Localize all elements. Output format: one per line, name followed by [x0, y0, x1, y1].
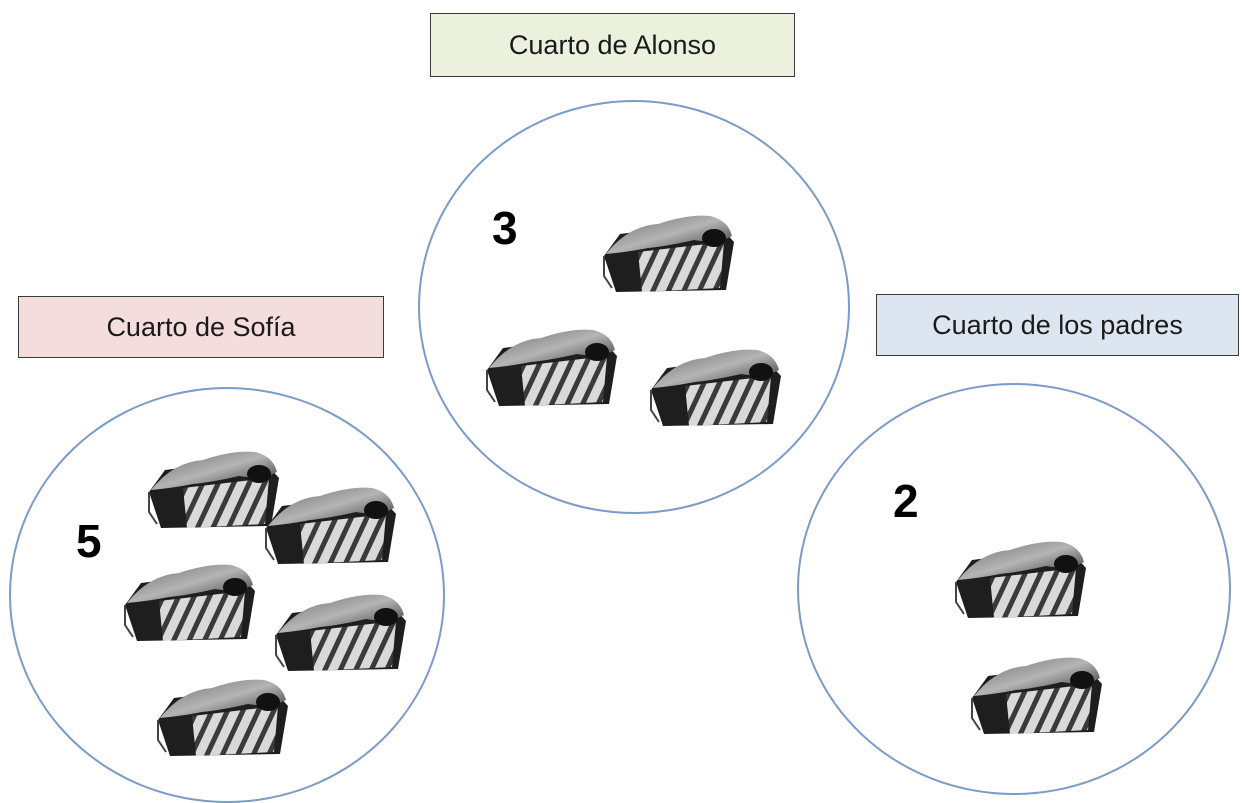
- blanket-icon: [966, 646, 1106, 742]
- blanket-icon: [598, 204, 738, 300]
- blanket-icon: [119, 553, 259, 649]
- blanket-icon: [260, 476, 400, 572]
- count-sofia: 5: [76, 515, 102, 567]
- room-label-padres: Cuarto de los padres: [876, 294, 1239, 356]
- room-label-sofia: Cuarto de Sofía: [18, 296, 384, 358]
- count-padres: 2: [893, 475, 919, 527]
- blanket-icon: [481, 318, 621, 414]
- count-alonso: 3: [492, 202, 518, 254]
- blanket-icon: [645, 338, 785, 434]
- blanket-icon: [950, 530, 1090, 626]
- blanket-icon: [152, 668, 292, 764]
- room-label-alonso: Cuarto de Alonso: [430, 13, 795, 77]
- blanket-icon: [270, 583, 410, 679]
- room-circle-alonso: [418, 100, 850, 514]
